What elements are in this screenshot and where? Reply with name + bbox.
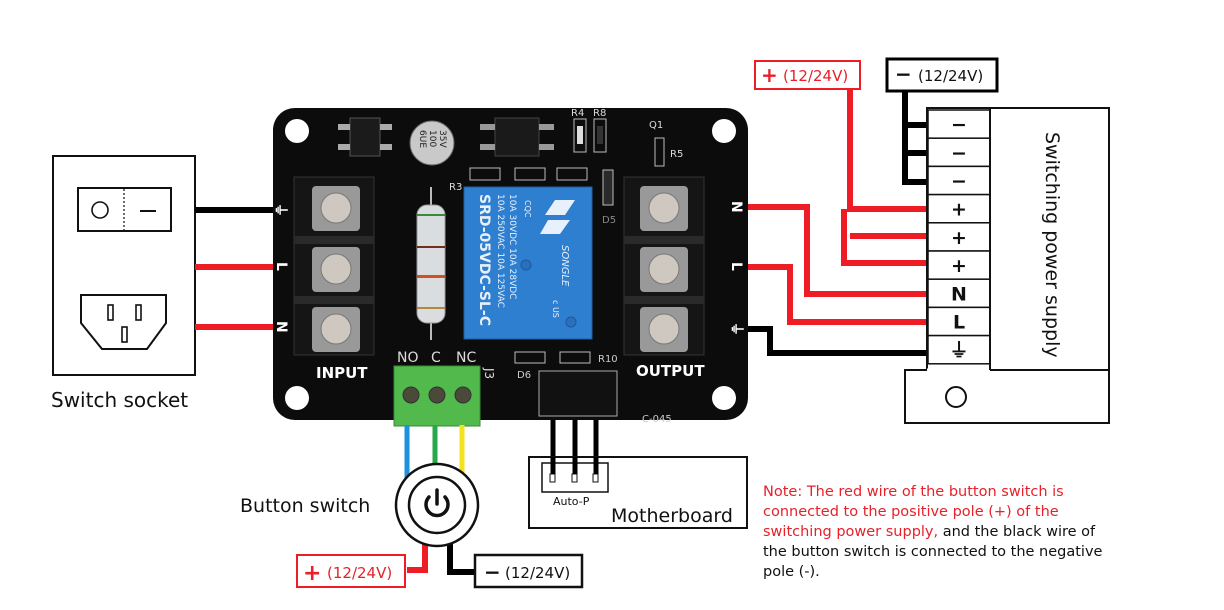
j3-screw[interactable] [428, 386, 446, 404]
psu-label: Switching power supply [1041, 132, 1063, 358]
j3-screw[interactable] [402, 386, 420, 404]
button-minus-box [473, 553, 584, 589]
r4-label: R4 [571, 108, 584, 119]
songle-logo-icon [540, 200, 575, 234]
j3-pin-nc: NC [456, 350, 476, 366]
input-screw[interactable] [312, 186, 360, 231]
psu-plus-voltage: (12/24V) [783, 67, 848, 85]
button-minus-voltage: (12/24V) [505, 564, 570, 582]
output-label: OUTPUT [636, 362, 705, 380]
part-code: C-045 [642, 414, 672, 425]
power-icon [424, 495, 450, 518]
auto-p-header [538, 370, 618, 417]
psu-terminal-label: − [951, 114, 967, 136]
output-l-label: L [728, 262, 744, 271]
minus-icon: − [895, 62, 912, 86]
mount-hole [285, 119, 309, 143]
plus-icon: + [761, 63, 778, 87]
psu-minus-label: − (12/24V) [885, 57, 999, 93]
minus-icon: − [484, 560, 501, 584]
note-red-text: Note: The red wire of the button switch … [763, 484, 1064, 540]
r10-label: R10 [598, 354, 618, 365]
d6-label: D6 [517, 370, 531, 381]
psu-plus-label: + (12/24V) [754, 60, 861, 90]
outlet-icon [80, 294, 167, 350]
output-ground-label: ⏚ [728, 322, 744, 336]
optocoupler [494, 117, 540, 157]
mount-hole [285, 386, 309, 410]
button-switch-group: Button switch + (12/24V) − (12/24V) [240, 425, 584, 589]
auto-p-label: Auto-P [553, 495, 590, 508]
relay-model: SRD-05VDC-SL-C [476, 194, 492, 326]
psu-wires [748, 88, 927, 356]
relay-rating: 10A 30VDC 10A 28VDC [507, 194, 517, 299]
motherboard-label: Motherboard [611, 505, 733, 527]
output-screw[interactable] [640, 307, 688, 352]
psu-terminal-label: + [951, 199, 967, 221]
wiring-note: Note: The red wire of the button switch … [763, 482, 1113, 582]
switching-power-supply: − − − + + + NL ⏚ Switching power supply [904, 107, 1110, 424]
button-plus-wire [407, 540, 428, 573]
switch-socket-label: Switch socket [51, 388, 188, 412]
relay-cert: CQC [523, 200, 532, 218]
psu-terminal-label: + [951, 227, 967, 249]
j3-label: J3 [482, 367, 496, 379]
power-resistor [416, 204, 446, 324]
psu-terminal[interactable] [927, 109, 991, 139]
rocker-off-icon [91, 201, 109, 219]
button-minus-wire [447, 540, 475, 575]
q1-label: Q1 [649, 120, 663, 131]
psu-indicator-icon [945, 386, 967, 408]
relay-brand: SONGLE [559, 245, 570, 287]
button-switch-label: Button switch [240, 495, 370, 517]
outlet-pin [135, 304, 142, 321]
psu-terminal[interactable] [927, 334, 991, 365]
r5-label: R5 [670, 149, 683, 160]
input-n-label: N [273, 321, 289, 333]
output-n-label: N [728, 201, 744, 213]
psu-terminal-label: − [951, 171, 967, 193]
relay-board: 6UE 100 35V R4 R8 Q1 R5 D5 R3 SRD-05VDC-… [272, 108, 748, 427]
bridge-rectifier [349, 117, 381, 157]
plus-icon: + [303, 561, 321, 586]
psu-terminal-label: − [951, 142, 967, 164]
mount-hole [712, 386, 736, 410]
capacitor [409, 120, 455, 166]
d5-label: D5 [602, 215, 616, 226]
j3-pin-c: C [431, 350, 441, 366]
input-ground-label: ⏚ [272, 203, 288, 217]
outlet-pin [121, 326, 128, 343]
psu-terminal-label: ⏚ [949, 340, 968, 362]
r3-label: R3 [449, 182, 462, 193]
output-screw[interactable] [640, 186, 688, 231]
r8-label: R8 [593, 108, 606, 119]
psu-minus-voltage: (12/24V) [918, 67, 983, 85]
capacitor-text: 35V [437, 130, 447, 148]
psu-terminal[interactable] [927, 193, 991, 224]
psu-terminal-label: N [951, 283, 967, 305]
input-screw[interactable] [312, 247, 360, 292]
capacitor-text: 6UE [417, 130, 427, 148]
psu-terminal-label: + [951, 255, 967, 277]
output-screw[interactable] [640, 247, 688, 292]
capacitor-text: 100 [427, 130, 437, 147]
psu-terminal-label: L [953, 312, 965, 334]
input-l-label: L [273, 262, 289, 271]
motherboard-group: Auto-P Motherboard [528, 420, 748, 529]
input-screw[interactable] [312, 307, 360, 352]
mount-hole [712, 119, 736, 143]
relay-cert: c US [551, 300, 560, 318]
switch-socket: Switch socket [51, 155, 196, 412]
outlet-pin [107, 304, 114, 321]
button-plus-voltage: (12/24V) [327, 564, 392, 582]
note-black-text: and the black wire of the button switch … [763, 524, 1103, 580]
relay-rating: 10A 250VAC 10A 125VAC [495, 194, 505, 308]
j3-screw[interactable] [454, 386, 472, 404]
button-plus-box [296, 554, 406, 588]
j3-pin-no: NO [397, 350, 419, 366]
input-label: INPUT [316, 364, 368, 382]
